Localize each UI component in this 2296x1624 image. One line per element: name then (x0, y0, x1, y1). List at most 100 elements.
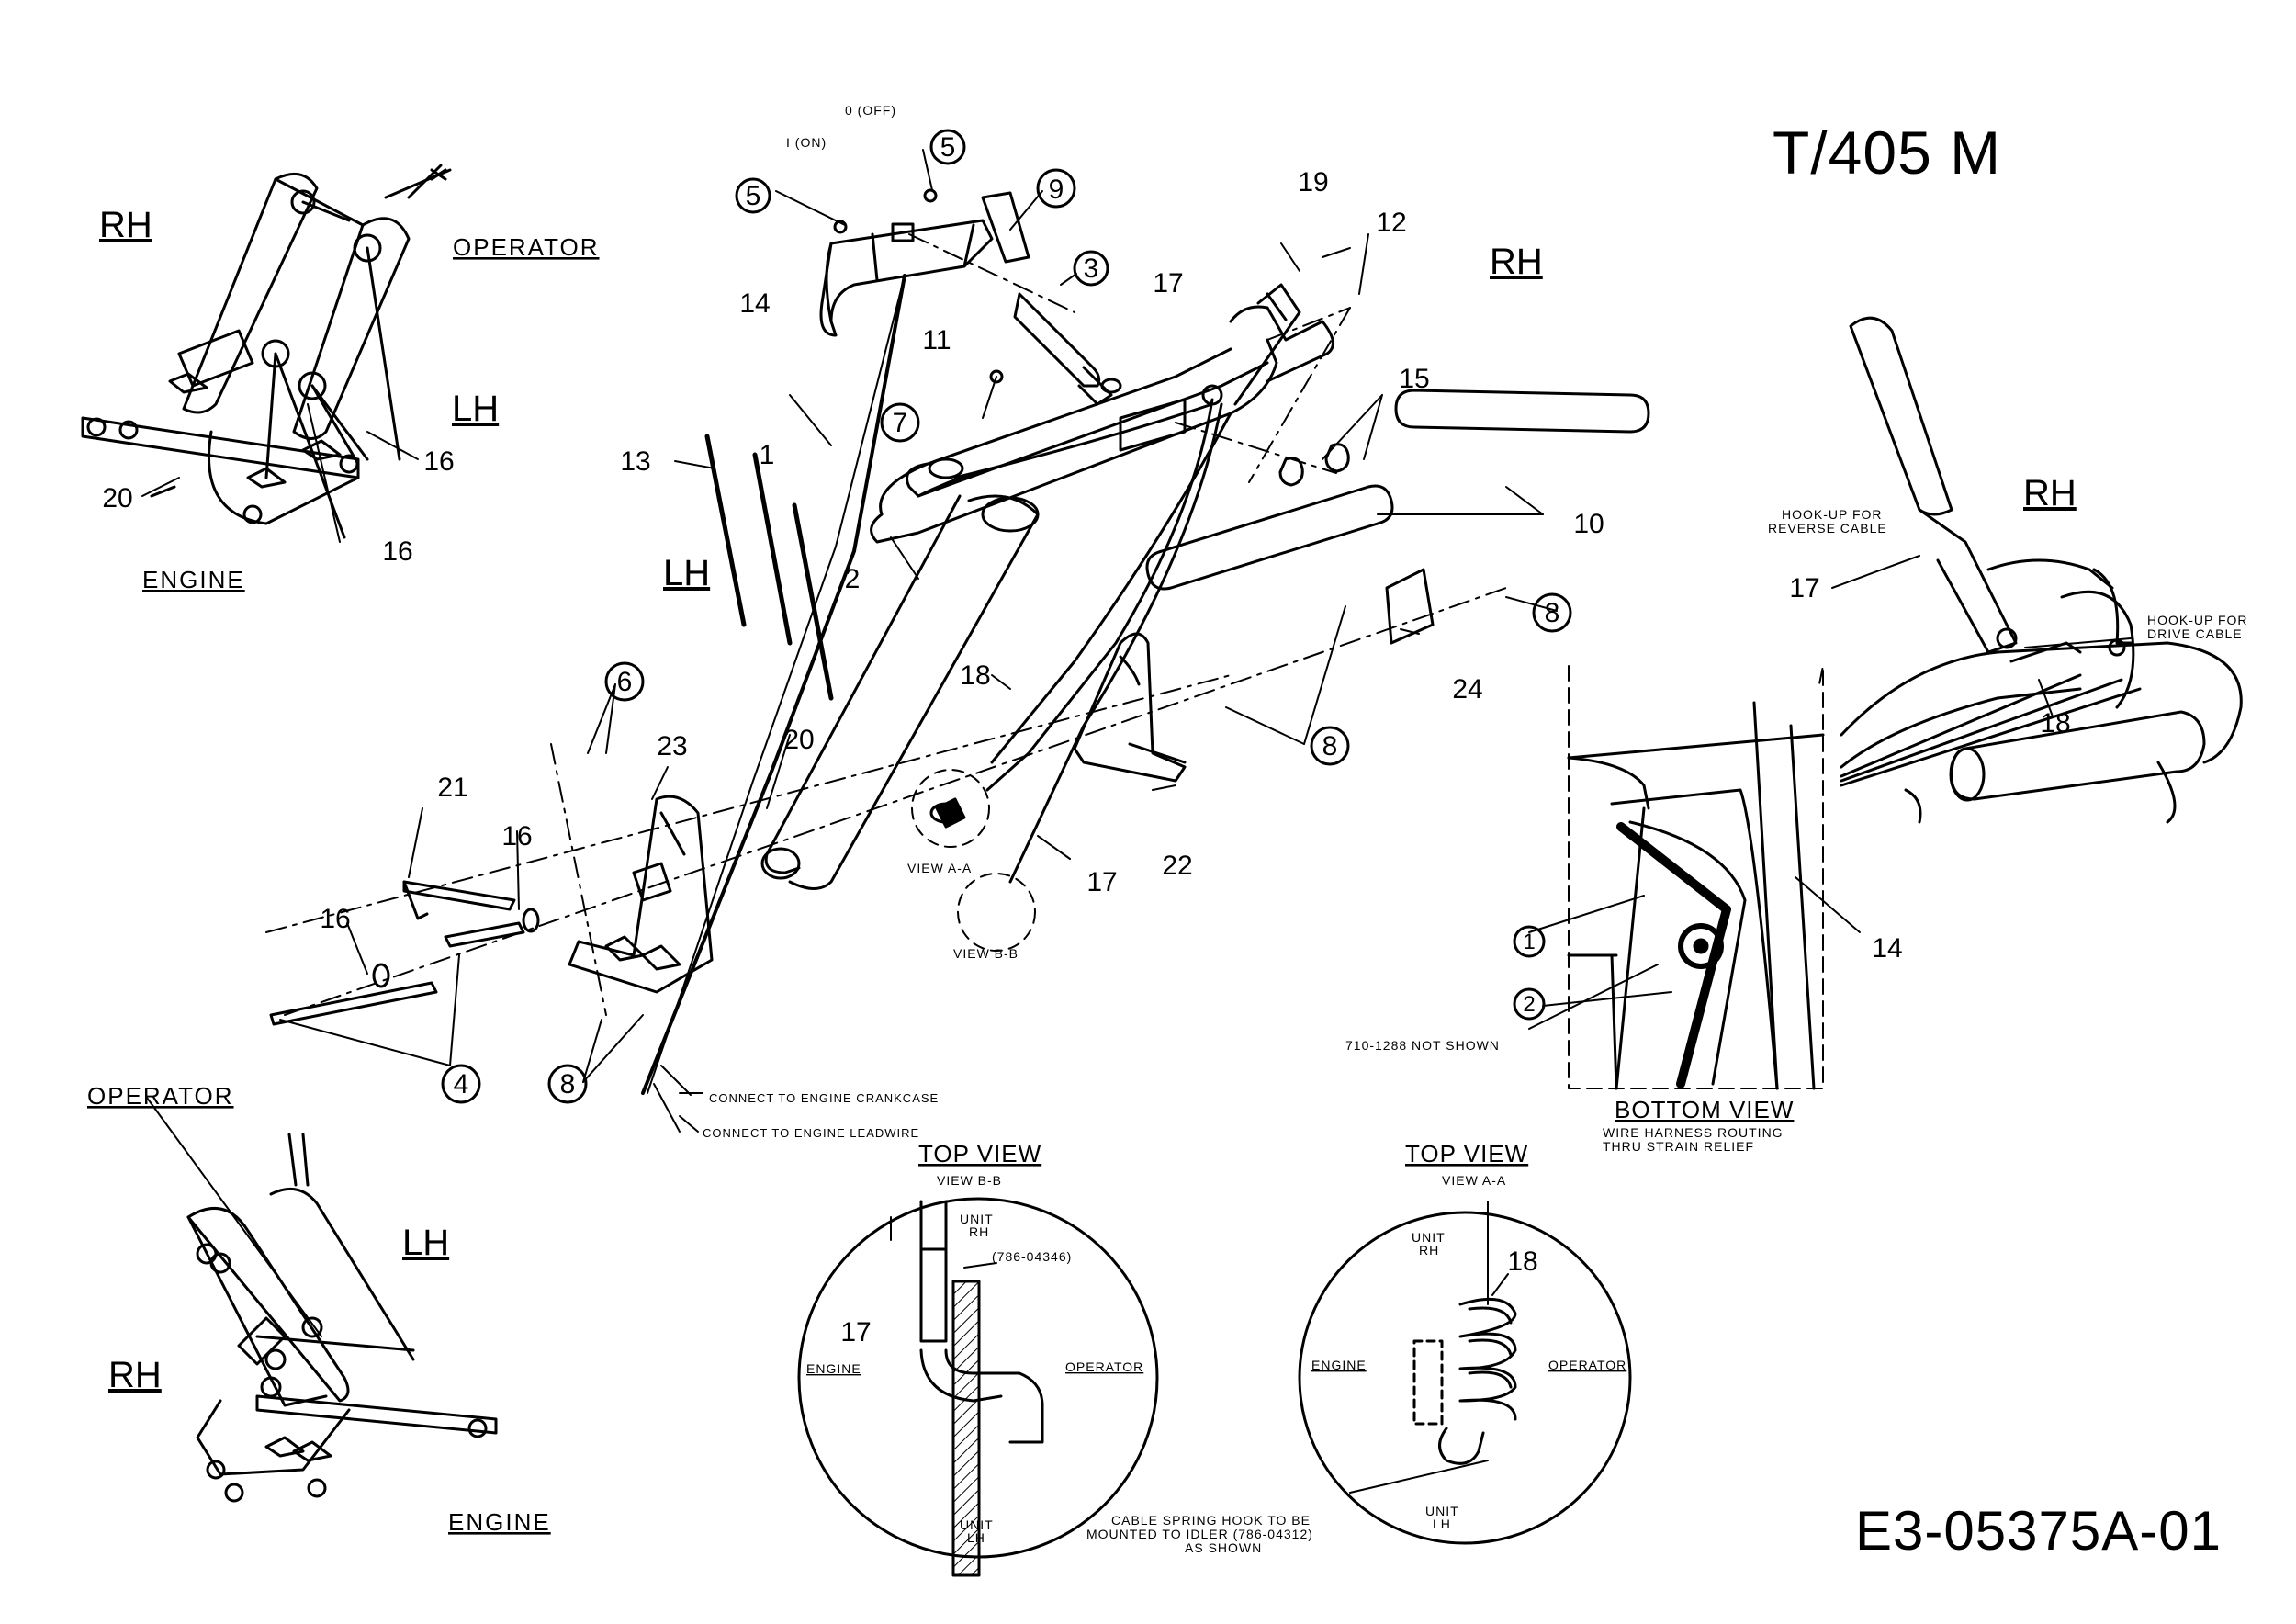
callout-circles (441, 129, 1572, 1104)
bottom-view-title: BOTTOM VIEW (1615, 1096, 1794, 1123)
unit-lh-line2: LH (967, 1530, 985, 1545)
label-lh: LH (452, 389, 499, 429)
label-engine: ENGINE (142, 566, 245, 593)
unit-lh-line1: UNIT (1425, 1504, 1459, 1518)
note-crankcase: CONNECT TO ENGINE CRANKCASE (709, 1091, 939, 1105)
label-engine-a: ENGINE (1311, 1358, 1367, 1372)
note-wire-harness-1: WIRE HARNESS ROUTING (1603, 1125, 1784, 1140)
unit-rh-line1: UNIT (960, 1212, 994, 1226)
callout-17: 17 (840, 1317, 871, 1348)
callout-18: 18 (1507, 1246, 1537, 1277)
part-786-04346: (786-04346) (992, 1249, 1072, 1264)
callout-13: 13 (620, 446, 650, 477)
callout-14: 14 (1872, 933, 1902, 964)
hookup-drive-line1: HOOK-UP FOR (2147, 613, 2248, 627)
model-title: T/405 M (1773, 118, 2002, 186)
view-aa-label: VIEW A-A (907, 861, 972, 875)
callout-24: 24 (1452, 674, 1482, 705)
hookup-drive-line2: DRIVE CABLE (2147, 626, 2243, 641)
callout-5: 5 (940, 132, 956, 163)
callout-22: 22 (1162, 851, 1192, 881)
callout-10: 10 (1573, 509, 1604, 539)
inset-bottom-left-bracket (186, 1133, 498, 1503)
unit-rh-line2: RH (1419, 1243, 1439, 1257)
callout-8: 8 (560, 1069, 576, 1100)
hookup-reverse-line1: HOOK-UP FOR (1782, 507, 1883, 522)
callout-12: 12 (1376, 208, 1406, 238)
view-bb-subtitle: VIEW B-B (937, 1173, 1002, 1188)
cables (641, 274, 1232, 1095)
label-rh: RH (108, 1355, 162, 1395)
callout-7: 7 (893, 408, 908, 438)
label-operator-b: OPERATOR (1065, 1359, 1143, 1374)
view-bb-circle (957, 873, 1036, 952)
spring-note-line3: AS SHOWN (1185, 1540, 1262, 1555)
inset-right-handle (1840, 316, 2243, 824)
callout-4: 4 (454, 1069, 469, 1100)
label-rh: RH (99, 205, 152, 245)
view-aa-subtitle: VIEW A-A (1442, 1173, 1506, 1188)
callout-5: 5 (746, 181, 761, 211)
bracket-right (1073, 632, 1187, 783)
note-wire-harness-2: THRU STRAIN RELIEF (1603, 1139, 1754, 1154)
callout-19: 19 (1298, 167, 1328, 197)
label-operator: OPERATOR (453, 233, 600, 261)
spring-note-line2: MOUNTED TO IDLER (786-04312) (1086, 1527, 1313, 1541)
callout-8: 8 (1322, 731, 1338, 761)
spring-note-line1: CABLE SPRING HOOK TO BE (1111, 1513, 1311, 1528)
view-aa-circle (911, 769, 990, 848)
label-lh: LH (663, 553, 710, 593)
callout-9: 9 (1049, 175, 1064, 205)
view-bb-label: VIEW B-B (953, 946, 1019, 961)
callout-17: 17 (1086, 867, 1117, 897)
unit-lh-line2: LH (1433, 1517, 1451, 1531)
callout-18: 18 (2040, 708, 2070, 739)
callout-16: 16 (423, 446, 454, 477)
callout-17: 17 (1153, 268, 1183, 299)
label-rh: RH (1490, 242, 1543, 282)
bottom-view-inset (1513, 665, 1825, 1090)
bracket-left (568, 795, 714, 994)
switch-box (819, 188, 1030, 384)
top-view-aa (1298, 1201, 1632, 1545)
top-view-bb (797, 1197, 1159, 1577)
callout-20: 20 (102, 483, 132, 513)
note-not-shown: 710-1288 NOT SHOWN (1345, 1038, 1500, 1053)
top-view-a-title: TOP VIEW (1405, 1140, 1528, 1167)
bolts (269, 880, 540, 1026)
note-leadwire: CONNECT TO ENGINE LEADWIRE (703, 1126, 919, 1140)
callout-20: 20 (783, 725, 814, 755)
bottom-view-callout-2: 2 (1523, 992, 1535, 1017)
label-lh: LH (402, 1223, 449, 1263)
drawing-number: E3-05375A-01 (1855, 1500, 2222, 1562)
callout-3: 3 (1084, 254, 1099, 284)
label-engine-b: ENGINE (806, 1361, 861, 1376)
hand-grips (1145, 389, 1650, 591)
callout-1: 1 (760, 440, 775, 470)
leader-lines (141, 149, 2132, 1337)
callout-11: 11 (922, 325, 951, 355)
label-engine: ENGINE (448, 1508, 551, 1536)
switch-off-label: 0 (OFF) (845, 103, 896, 118)
label-operator: OPERATOR (87, 1082, 234, 1110)
alignment-lines (265, 233, 1507, 1016)
callout-15: 15 (1399, 364, 1429, 394)
label-rh: RH (2023, 473, 2077, 513)
hookup-reverse-line2: REVERSE CABLE (1768, 521, 1887, 536)
callout-2: 2 (845, 564, 861, 594)
callout-6: 6 (617, 667, 633, 697)
callout-14: 14 (739, 288, 770, 319)
unit-rh-line1: UNIT (1412, 1230, 1446, 1245)
callout-16: 16 (382, 536, 412, 567)
callout-8: 8 (1545, 598, 1560, 628)
unit-rh-line2: RH (969, 1224, 989, 1239)
top-view-b-title: TOP VIEW (918, 1140, 1041, 1167)
bracket-24 (1385, 568, 1435, 645)
unit-lh-line1: UNIT (960, 1517, 994, 1532)
control-lever (1013, 292, 1122, 406)
bottom-view-callout-1: 1 (1523, 930, 1535, 954)
callout-18: 18 (960, 660, 990, 691)
callout-16: 16 (320, 904, 350, 934)
label-operator-a: OPERATOR (1548, 1358, 1626, 1372)
